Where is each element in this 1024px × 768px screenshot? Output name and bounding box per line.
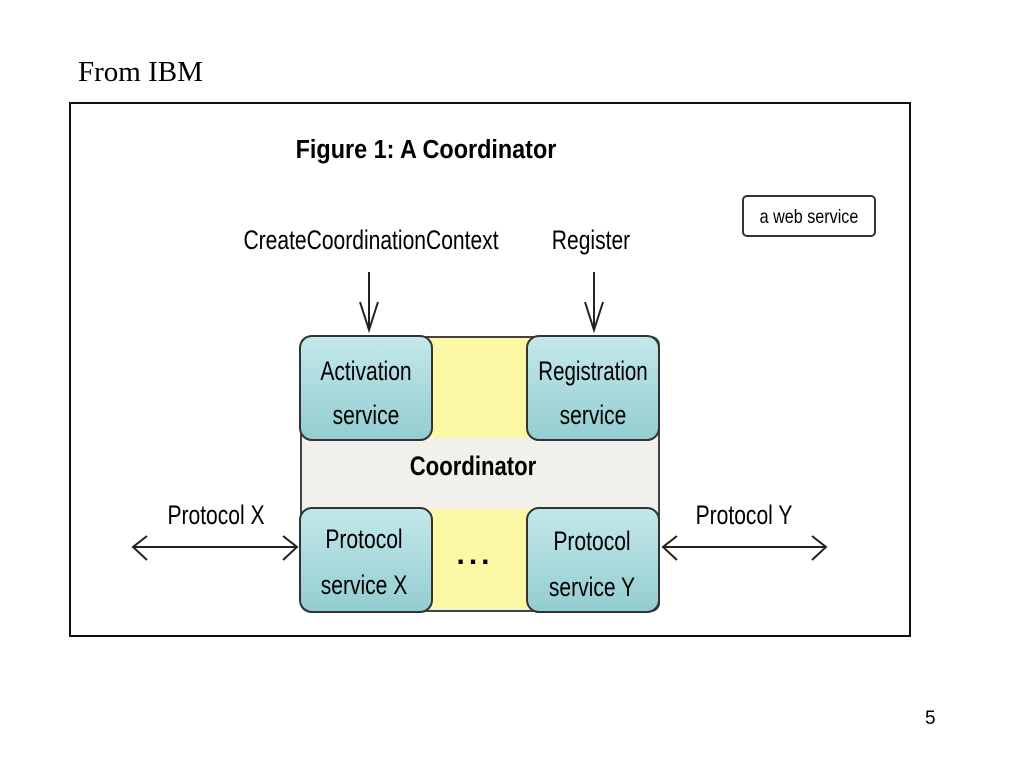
coordinator-diagram: Figure 1: A Coordinator a web service Cr… [131,136,876,613]
register-arrow [584,272,604,334]
registration-service-node: Registration service [526,335,660,441]
create-coordination-context-label: CreateCoordinationContext [243,226,498,256]
protocol-service-y-line-2: service Y [549,573,635,603]
protocol-service-x-line-2: service X [321,571,408,601]
registration-service-line-1: Registration [538,356,647,386]
protocol-service-y-node: Protocol service Y [526,507,660,613]
legend-box [742,195,876,237]
ellipsis-label: ... [456,538,493,571]
protocol-x-label: Protocol X [167,501,264,531]
protocol-y-label: Protocol Y [696,501,793,531]
legend-label: a web service [760,206,859,228]
slide-heading: From IBM [78,56,203,88]
protocol-y-arrow [661,535,828,561]
activation-service-line-2: service [333,401,400,431]
page-number: 5 [925,708,936,729]
protocol-service-y-line-1: Protocol [553,527,630,557]
figure-title: Figure 1: A Coordinator [296,136,557,164]
coordinator-bottom-band [426,509,534,609]
coordinator-top-band [426,338,534,438]
protocol-service-x-node: Protocol service X [299,507,433,613]
protocol-x-arrow [131,535,299,561]
protocol-service-x-line-1: Protocol [325,525,402,555]
activation-service-node: Activation service [299,335,433,441]
register-label: Register [552,226,630,256]
activation-service-line-1: Activation [320,357,411,387]
figure-frame: Figure 1: A Coordinator a web service Cr… [69,102,911,637]
coordinator-label: Coordinator [410,452,537,482]
create-arrow [359,272,379,334]
registration-service-line-2: service [560,401,627,431]
